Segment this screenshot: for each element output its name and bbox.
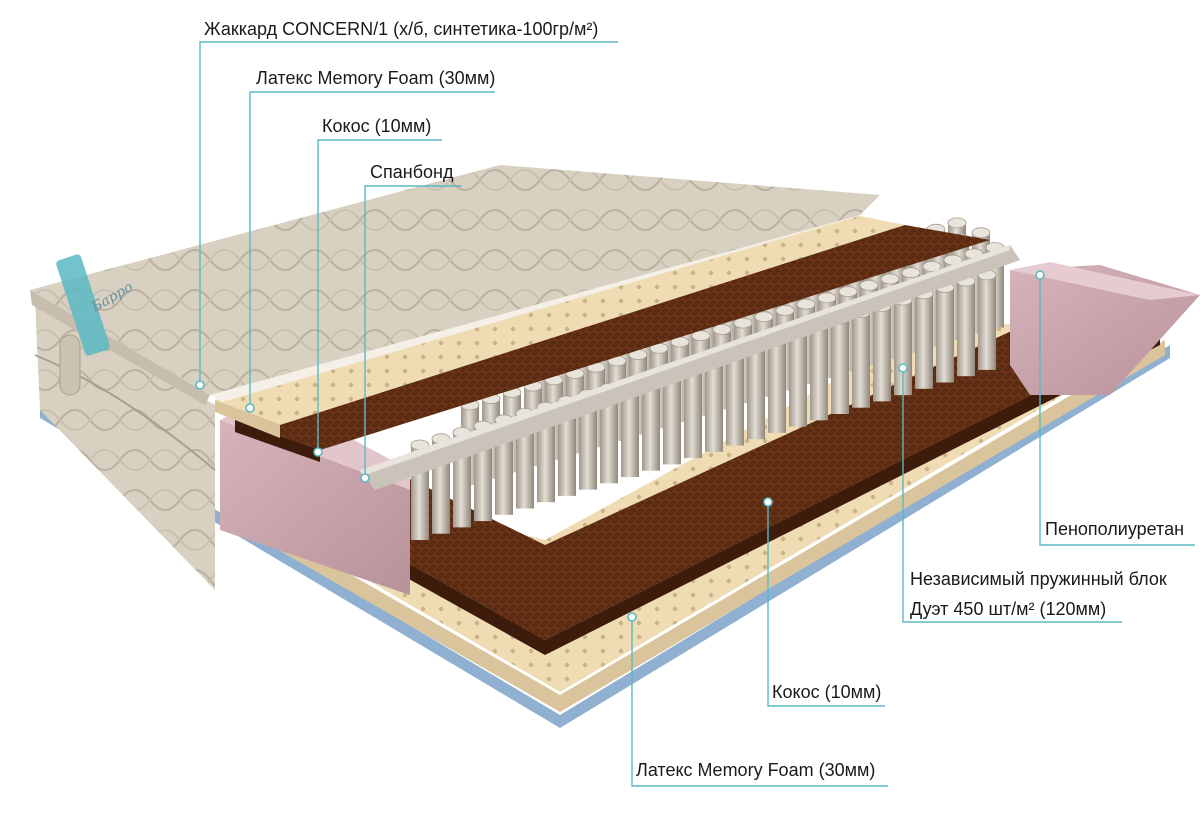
top-coconut-layer bbox=[235, 225, 990, 462]
spring-coil bbox=[747, 344, 765, 440]
spring-coil bbox=[873, 306, 891, 402]
leader-dot bbox=[627, 612, 637, 622]
quilted-cover: Барро bbox=[30, 165, 880, 405]
spring-coil-top bbox=[775, 305, 795, 316]
spring-coil-top bbox=[733, 317, 753, 329]
spring-coil bbox=[768, 337, 786, 433]
leader-line bbox=[631, 617, 888, 787]
spring-coil-top bbox=[947, 217, 967, 229]
leader-line bbox=[364, 185, 462, 478]
label-ppu: Пенополиуретан bbox=[1045, 519, 1185, 539]
spring-coil bbox=[789, 331, 807, 427]
leader-dot bbox=[763, 497, 773, 507]
spring-coil bbox=[831, 319, 849, 414]
bottom-coconut-layer bbox=[260, 318, 1160, 655]
spring-coil bbox=[537, 407, 555, 503]
leader-line bbox=[767, 502, 885, 707]
spring-coil bbox=[705, 356, 723, 452]
label-jacquard: Жаккард CONCERN/1 (х/б, синтетика-100гр/… bbox=[204, 19, 599, 39]
leader-line bbox=[249, 91, 495, 408]
spring-coil bbox=[810, 325, 828, 421]
leader-dot bbox=[1035, 270, 1045, 280]
spring-coil bbox=[894, 300, 912, 396]
label-spring-block-line1: Независимый пружинный блок bbox=[910, 569, 1167, 589]
label-coconut-top: Кокос (10мм) bbox=[322, 116, 432, 136]
spring-coil bbox=[852, 312, 870, 408]
spring-coil bbox=[936, 287, 954, 383]
spring-coil-top bbox=[796, 298, 816, 310]
spring-coil bbox=[978, 274, 996, 370]
spunbond-strip bbox=[360, 245, 1020, 490]
spring-coil-top bbox=[880, 273, 900, 285]
spring-coil bbox=[684, 363, 702, 459]
spring-coil-top bbox=[817, 292, 837, 304]
spring-coil-top bbox=[838, 286, 858, 298]
spring-coil bbox=[663, 369, 681, 465]
spring-coil-top bbox=[922, 260, 942, 272]
foam-block-right bbox=[1010, 262, 1200, 395]
spring-coil-top bbox=[901, 267, 921, 279]
top-latex-layer bbox=[215, 210, 905, 438]
spring-coil bbox=[558, 400, 576, 496]
spring-coil bbox=[726, 350, 744, 446]
spring-coil bbox=[642, 375, 660, 471]
leader-line bbox=[317, 139, 442, 452]
label-latex-bottom: Латекс Memory Foam (30мм) bbox=[636, 760, 876, 780]
spring-coil bbox=[957, 281, 975, 377]
leader-dot bbox=[313, 447, 323, 457]
spring-coil-top bbox=[971, 227, 991, 239]
leader-line bbox=[902, 368, 1122, 623]
leader-line bbox=[199, 41, 618, 385]
spring-coil-top bbox=[691, 330, 711, 342]
leader-dot bbox=[245, 403, 255, 413]
spring-coil-top bbox=[712, 323, 732, 335]
label-coconut-bottom: Кокос (10мм) bbox=[772, 682, 882, 702]
label-spunbond: Спанбонд bbox=[370, 162, 454, 182]
label-spring-block-line2: Дуэт 450 шт/м² (120мм) bbox=[910, 599, 1107, 619]
leader-dot bbox=[898, 363, 908, 373]
leader-dot bbox=[360, 473, 370, 483]
spring-coil bbox=[621, 382, 639, 477]
spring-coil bbox=[600, 388, 618, 484]
callout-leaders bbox=[195, 41, 1195, 787]
spring-coil-top bbox=[754, 311, 774, 323]
spring-coil bbox=[579, 394, 597, 490]
mattress-side-left bbox=[34, 300, 216, 590]
spring-coil-top bbox=[859, 279, 879, 291]
leader-line bbox=[1039, 275, 1195, 546]
label-latex-top: Латекс Memory Foam (30мм) bbox=[256, 68, 496, 88]
leader-dot bbox=[195, 380, 205, 390]
spring-coil bbox=[915, 293, 933, 389]
